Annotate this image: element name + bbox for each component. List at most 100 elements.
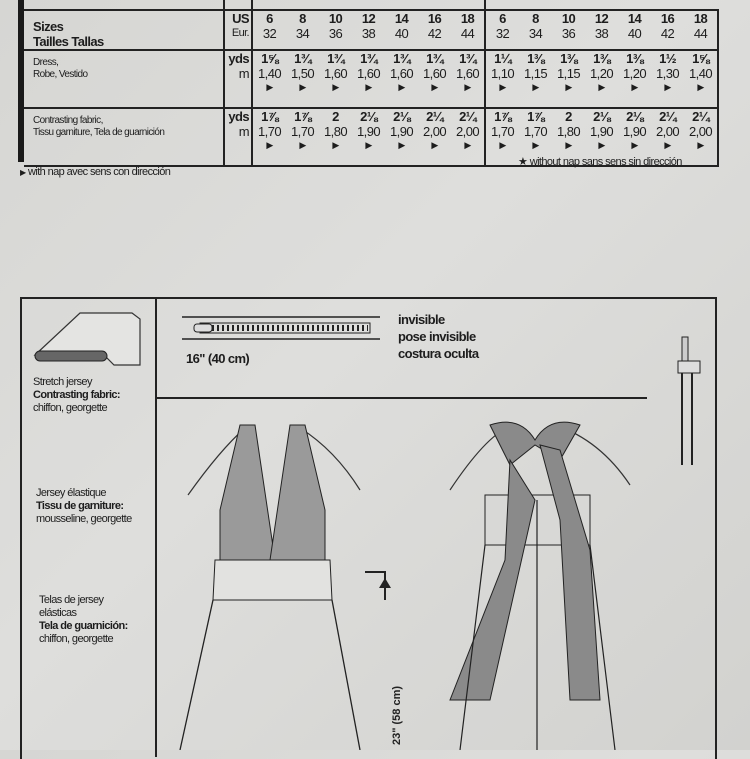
with-nap-triangle-icon: ▶ — [266, 140, 273, 150]
fabric-french: Jersey élastique Tissu de garniture: mou… — [36, 487, 132, 525]
us-size: 10 — [328, 11, 343, 26]
table-edge-bar — [18, 0, 24, 162]
us-size: 8 — [299, 11, 306, 26]
front-view-dress — [179, 424, 361, 750]
yds-value: 2¼ — [459, 109, 476, 124]
us-size: 14 — [627, 11, 642, 26]
yds-value: 2⅛ — [593, 109, 610, 124]
eur-size: 36 — [561, 26, 576, 41]
back-view-dress — [449, 421, 631, 750]
eur-size: 44 — [460, 26, 475, 41]
with-nap-triangle-icon: ▶ — [697, 82, 704, 92]
yds-value: 1⅜ — [626, 51, 643, 66]
m-value: 1,90 — [590, 124, 614, 139]
star-icon: ★ — [518, 156, 528, 168]
divider — [155, 297, 157, 757]
with-nap-triangle-icon: ▶ — [598, 140, 605, 150]
with-nap-note: ▶ with nap avec sens con dirección — [20, 166, 171, 178]
m-value: 1,90 — [357, 124, 381, 139]
yds-value: 1⅜ — [560, 51, 577, 66]
zipper-icon — [182, 316, 380, 340]
us-label: US — [232, 11, 249, 26]
m-value: 1,70 — [258, 124, 282, 139]
with-nap-triangle-icon: ▶ — [532, 140, 539, 150]
us-size: 6 — [499, 11, 506, 26]
m-value: 1,80 — [324, 124, 348, 139]
us-size: 12 — [594, 11, 609, 26]
with-nap-triangle-icon: ▶ — [499, 140, 506, 150]
with-nap-triangle-icon: ▶ — [431, 82, 438, 92]
with-nap-triangle-icon: ▶ — [664, 82, 671, 92]
eur-size: 38 — [594, 26, 609, 41]
yds-value: 1¾ — [294, 51, 311, 66]
m-value: 1,90 — [623, 124, 647, 139]
yds-value: 2¼ — [659, 109, 676, 124]
fabric-bolt-icon — [33, 312, 141, 366]
with-nap-triangle-icon: ▶ — [365, 82, 372, 92]
length-label: 23" (58 cm) — [391, 686, 403, 745]
m-value: 2,00 — [423, 124, 447, 139]
m-value: 1,20 — [623, 66, 647, 81]
with-nap-triangle-icon: ▶ — [565, 140, 572, 150]
m-value: 1,40 — [689, 66, 713, 81]
with-nap-triangle-icon: ▶ — [532, 82, 539, 92]
row-label: Tissu garniture, Tela de guarnición — [33, 127, 165, 138]
yds-label: yds — [228, 109, 249, 124]
us-size: 6 — [266, 11, 273, 26]
m-label: m — [238, 124, 250, 139]
us-size: 18 — [693, 11, 708, 26]
m-label: m — [238, 66, 250, 81]
yds-value: 2⅛ — [360, 109, 377, 124]
with-nap-triangle-icon: ▶ — [664, 140, 671, 150]
yds-value: 1⅜ — [527, 51, 544, 66]
with-nap-triangle-icon: ▶ — [332, 82, 339, 92]
with-nap-triangle-icon: ▶ — [464, 140, 471, 150]
twin-needle-icon — [677, 336, 701, 465]
m-value: 1,20 — [590, 66, 614, 81]
yds-value: 2¼ — [426, 109, 443, 124]
yds-value: 1¾ — [393, 51, 410, 66]
sizes-label-translations: Tailles Tallas — [33, 34, 104, 49]
with-nap-triangle-icon: ▶ — [631, 140, 638, 150]
m-value: 1,90 — [390, 124, 414, 139]
m-value: 1,60 — [390, 66, 414, 81]
eur-size: 32 — [262, 26, 277, 41]
with-nap-triangle-icon: ▶ — [631, 82, 638, 92]
dress-illustrations: 23" (58 cm) — [179, 421, 631, 750]
yds-value: 1⅜ — [593, 51, 610, 66]
yds-value: 1¾ — [360, 51, 377, 66]
eur-label: Eur. — [231, 27, 250, 39]
row-label: Dress, — [33, 57, 59, 68]
m-value: 2,00 — [656, 124, 680, 139]
row-label: Contrasting fabric, — [33, 115, 103, 126]
with-nap-triangle-icon: ▶ — [332, 140, 339, 150]
zipper-type: invisible pose invisible costura oculta — [398, 312, 479, 361]
yds-label: yds — [228, 51, 249, 66]
eur-size: 44 — [693, 26, 708, 41]
yds-value: 1⅝ — [692, 51, 709, 66]
m-value: 1,60 — [456, 66, 480, 81]
yds-value: 1⅞ — [527, 109, 544, 124]
fabrics-notions-box — [20, 297, 717, 759]
with-nap-triangle-icon: ▶ — [365, 140, 372, 150]
m-value: 1,10 — [491, 66, 515, 81]
contrasting-yardage-row: Contrasting fabric,Tissu garniture, Tela… — [24, 107, 719, 166]
with-nap-triangle-icon: ▶ — [299, 82, 306, 92]
